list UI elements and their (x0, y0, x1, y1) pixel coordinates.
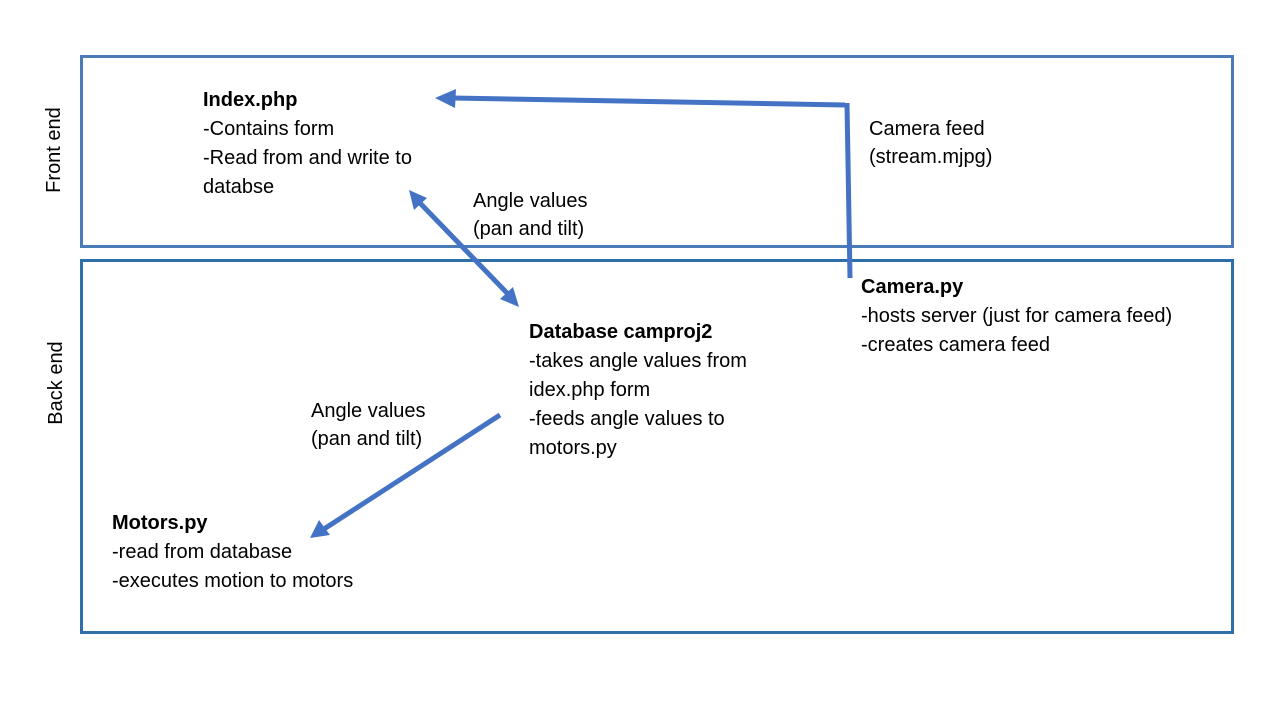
stream-mjpg-text: (stream.mjpg) (869, 146, 993, 168)
front-end-label: Front end (43, 107, 65, 193)
database-line: -feeds angle values to (529, 408, 725, 430)
index-php-line: -Read from and write to (203, 147, 412, 169)
database-title: Database camproj2 (529, 321, 713, 343)
angle-values-text: Angle values (311, 400, 426, 422)
index-php-line: -Contains form (203, 118, 335, 140)
database-line: motors.py (529, 437, 617, 459)
motors-py-line: -read from database (112, 541, 293, 563)
database-line: idex.php form (529, 379, 651, 401)
camera-feed-label: Camera feed (stream.mjpg) (869, 115, 992, 171)
pan-tilt-text: (pan and tilt) (473, 218, 585, 240)
index-php-line: databse (203, 176, 275, 198)
camera-py-title: Camera.py (861, 276, 964, 298)
motors-py-line: -executes motion to motors (112, 570, 354, 592)
back-end-label: Back end (45, 341, 67, 425)
motors-py-title: Motors.py (112, 512, 208, 534)
camera-py-line: -hosts server (just for camera feed) (861, 305, 1173, 327)
camera-feed-text: Camera feed (869, 118, 985, 140)
index-php-block: Index.php -Contains form -Read from and … (203, 86, 412, 202)
angle-values-front-label: Angle values (pan and tilt) (473, 187, 588, 243)
front-end-frame (80, 55, 1234, 248)
index-php-title: Index.php (203, 89, 298, 111)
camera-py-block: Camera.py -hosts server (just for camera… (861, 273, 1172, 360)
angle-values-back-label: Angle values (pan and tilt) (311, 397, 426, 453)
database-line: -takes angle values from (529, 350, 747, 372)
camera-py-line: -creates camera feed (861, 334, 1050, 356)
angle-values-text: Angle values (473, 190, 588, 212)
back-end-frame (80, 259, 1234, 634)
pan-tilt-text: (pan and tilt) (311, 428, 423, 450)
database-block: Database camproj2 -takes angle values fr… (529, 318, 747, 463)
motors-py-block: Motors.py -read from database -executes … (112, 509, 353, 596)
